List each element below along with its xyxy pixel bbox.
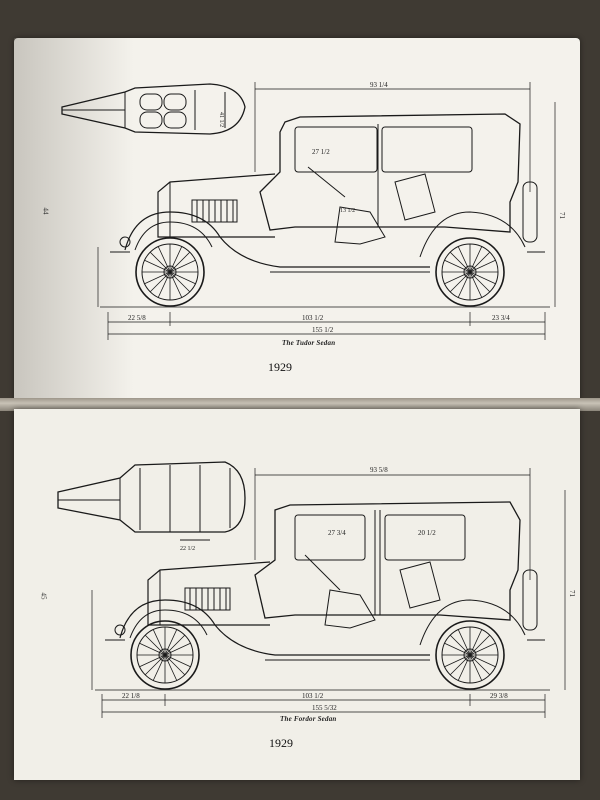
book-page-bottom (14, 409, 580, 780)
fordor-sedan-drawing: 93 5/8 71 22 1/8 103 1/2 29 3/8 155 5/32… (57, 461, 576, 718)
plan-view (57, 461, 246, 541)
dim-rear-overhang: 29 3/8 (490, 692, 508, 700)
dim-top-height: 71 (558, 212, 566, 220)
plan-view (61, 83, 246, 135)
dim-front-overhang: 22 5/8 (128, 314, 146, 322)
dim-overall-length: 155 5/32 (312, 704, 337, 712)
dim-top-height: 71 (568, 590, 576, 598)
dim-overall-length: 155 1/2 (312, 326, 334, 334)
dim-front-overhang: 22 1/8 (122, 692, 140, 700)
rear-wheel (435, 620, 505, 690)
dim-rear-overhang: 23 3/4 (492, 314, 510, 322)
side-view (105, 501, 545, 661)
drawing-caption: The Tudor Sedan (282, 339, 336, 347)
tudor-sedan-drawing: 93 1/4 71 22 5/8 103 1/2 23 3/4 155 1/2 … (61, 81, 566, 340)
front-wheel (130, 620, 200, 690)
dim-wheelbase: 103 1/2 (302, 314, 324, 322)
drawing-caption: The Fordor Sedan (280, 715, 337, 723)
drawing-year: 1929 (269, 736, 293, 750)
dim-plan-width: 22 1/2 (180, 546, 195, 552)
dim-seat-width: 41 1/2 (218, 112, 224, 127)
drawing-year: 1929 (268, 360, 292, 374)
rear-wheel (435, 237, 505, 307)
dim-overall-height: 93 1/4 (370, 81, 388, 89)
front-wheel (135, 237, 205, 307)
dim-interior: 27 1/2 (312, 148, 330, 156)
dim-overall-height: 93 5/8 (370, 466, 388, 474)
side-view (110, 113, 545, 273)
dim-interior: 20 1/2 (418, 529, 436, 537)
book-gutter (0, 398, 600, 411)
dim-plan-width: 13 1/2 (340, 208, 355, 214)
dim-interior: 27 3/4 (328, 529, 346, 537)
dim-wheelbase: 103 1/2 (302, 692, 324, 700)
